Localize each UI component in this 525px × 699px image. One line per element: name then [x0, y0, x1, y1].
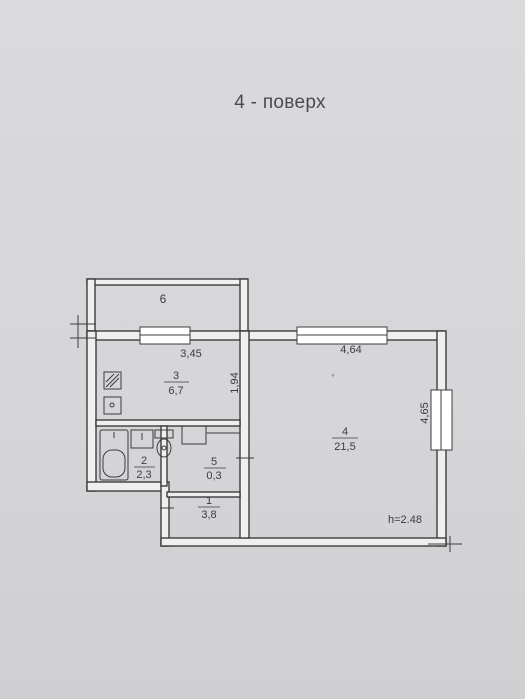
kitchen-bottom-wall: [95, 419, 241, 427]
bottom-wall: [160, 537, 447, 547]
windows: [139, 326, 453, 451]
washbasin-icon: [130, 429, 154, 449]
room-3-number: 3: [173, 370, 179, 382]
balcony-left-wall: [86, 278, 96, 332]
living-room-left-wall: [239, 330, 250, 539]
floor-title: 4 - поверх: [234, 92, 326, 113]
room-1-number: 1: [206, 495, 212, 507]
room-1-area: 3,8: [201, 509, 216, 521]
balcony-right-wall: [239, 278, 249, 332]
room-4-center-mark: ◦: [331, 370, 334, 380]
walls: [86, 278, 447, 547]
living-width-dim: 4,64: [340, 344, 361, 356]
balcony-front-wall: [86, 278, 248, 286]
doors: [160, 457, 254, 509]
toilet-icon: [154, 429, 174, 458]
room-4-number: 4: [342, 426, 348, 438]
closet-outline: [181, 425, 241, 445]
room-5-area: 0,3: [206, 470, 221, 482]
axis-marks: [70, 315, 462, 552]
kitchen-sink-icon: [103, 396, 122, 415]
ceiling-height: h=2.48: [388, 514, 422, 526]
stove-icon: [103, 371, 122, 390]
hall-top-wall: [166, 491, 241, 498]
bath-right-wall: [160, 425, 168, 487]
bathtub-icon: [99, 429, 129, 481]
left-outer-wall: [86, 330, 97, 492]
room-2-number: 2: [141, 455, 147, 467]
kitchen-width-dim: 3,45: [180, 348, 201, 360]
bath-bottom-wall: [86, 481, 168, 492]
room-4-area: 21,5: [334, 441, 355, 453]
room-3-area: 6,7: [168, 385, 183, 397]
kitchen-depth-dim: 1,94: [229, 372, 241, 393]
room-5-number: 5: [211, 456, 217, 468]
living-depth-dim: 4,65: [419, 402, 431, 423]
room-2-area: 2,3: [136, 469, 151, 481]
room-6-number: 6: [160, 292, 167, 306]
